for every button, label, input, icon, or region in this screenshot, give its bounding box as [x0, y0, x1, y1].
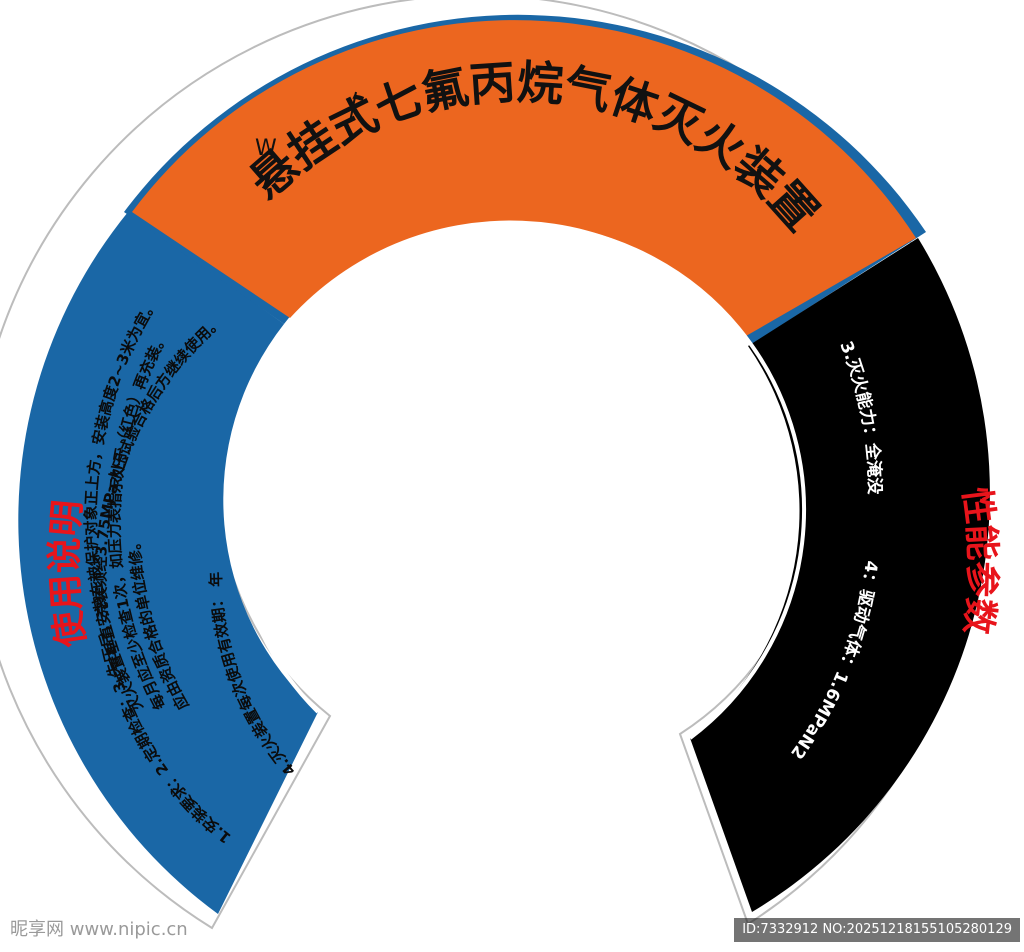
inner-hole [232, 222, 807, 740]
left-panel-shape [18, 212, 319, 914]
title-tick [349, 91, 357, 123]
watermark-id: ID:7332912 NO:20251218155105280129 [734, 918, 1020, 942]
top-panel-shape [132, 20, 916, 336]
title-mark: W [255, 136, 277, 161]
right-panel-shape [690, 238, 990, 912]
watermark-left: 昵享网 www.nipic.cn [10, 919, 188, 940]
